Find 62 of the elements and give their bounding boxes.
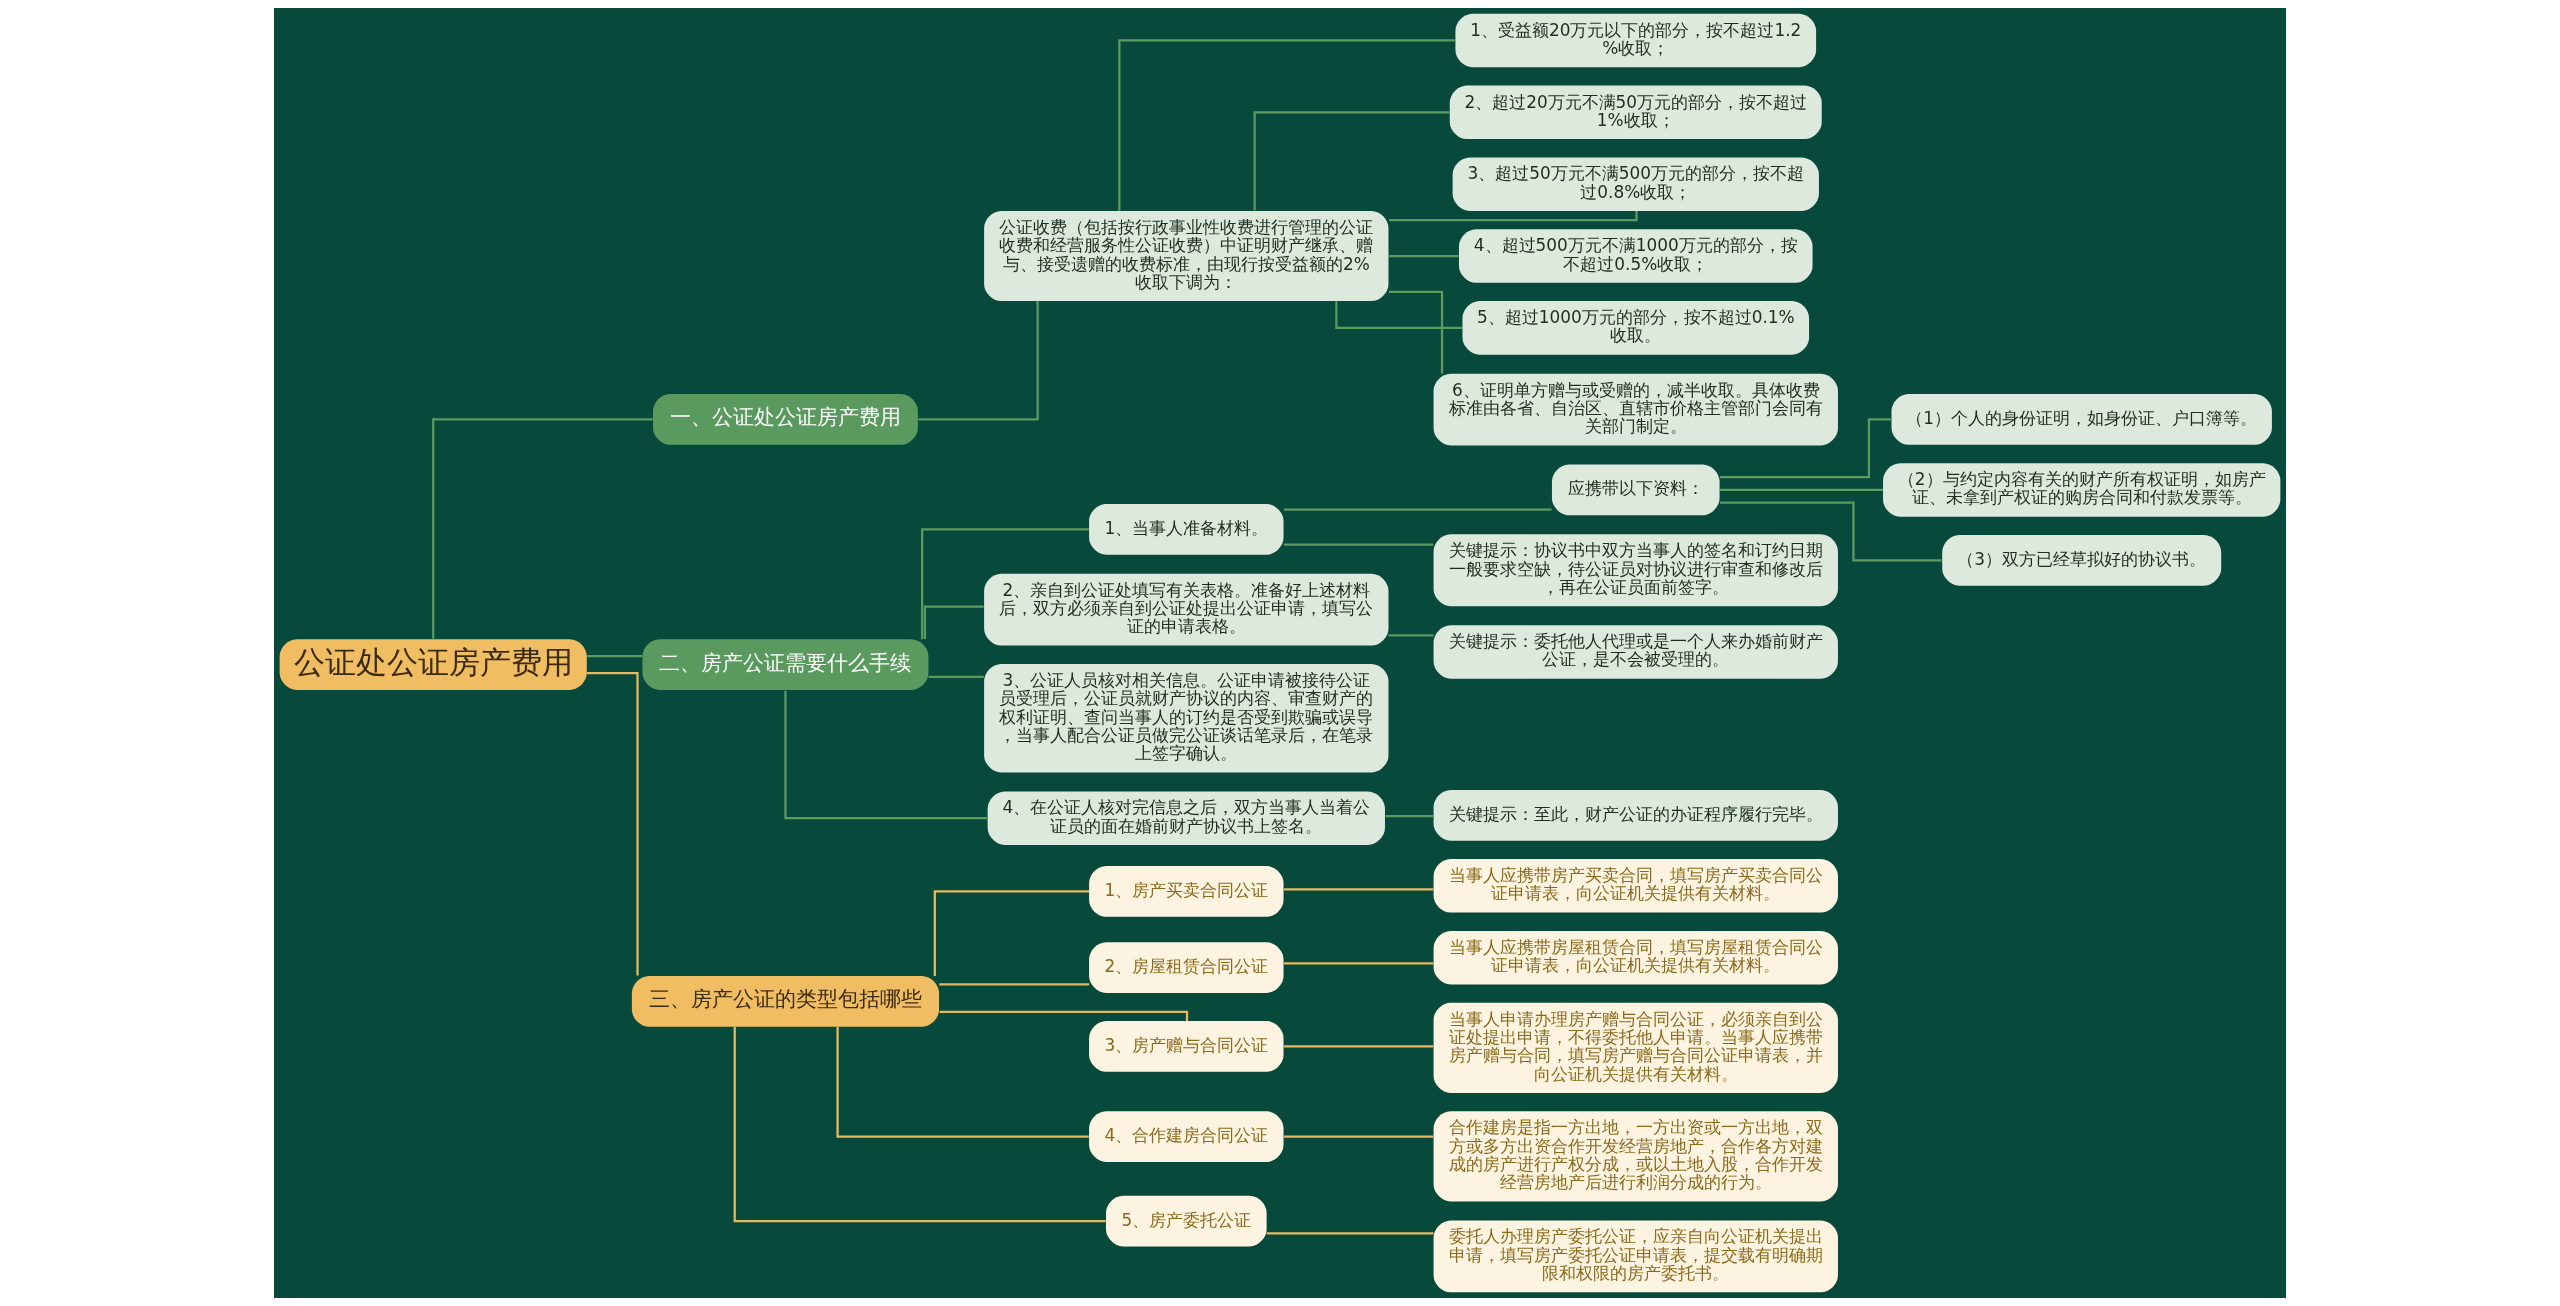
connector (1283, 543, 1434, 546)
node-box: 1、当事人准备材料。 (1089, 504, 1284, 555)
node-box: （3）双方已经草拟好的协议书。 (1942, 535, 2222, 586)
node-box: 二、房产公证需要什么手续 (642, 639, 929, 690)
connector (1118, 39, 1456, 211)
connector (1719, 418, 1892, 479)
connector (918, 301, 1039, 421)
connector (784, 690, 988, 820)
node-box: 5、房产委托公证 (1106, 1195, 1267, 1247)
node-box: 关键提示：协议书中双方当事人的签名和订约日期一般要求空缺，待公证员对协议进行审查和修改后，再在公证员面前签字。 (1433, 534, 1838, 607)
node-box: 当事人应携带房屋租赁合同，填写房屋租赁合同公证申请表，向公证机关提供有关材料。 (1433, 930, 1838, 985)
connector (1283, 1045, 1434, 1048)
node-box: 6、证明单方赠与或受赠的，减半收取。具体收费标准由各省、自治区、直辖市价格主管部门会同有关部门制定。 (1433, 373, 1838, 446)
connector (923, 605, 984, 639)
node-box: 3、超过50万元不满500万元的部分，按不超过0.8%收取； (1452, 157, 1819, 211)
connector (1335, 301, 1463, 329)
node-box: 4、合作建房合同公证 (1089, 1111, 1284, 1162)
node-box: 3、房产赠与合同公证 (1089, 1021, 1284, 1072)
node-box: 3、公证人员核对相关信息。公证申请被接待公证员受理后，公证员就财产协议的内容、审查财产的权利证明、查问当事人的订约是否受到欺骗或误导，当事人配合公证员做完公证谈话笔录后，在笔录上签字确认。 (984, 663, 1389, 773)
node-box: 2、超过20万元不满50万元的部分，按不超过1%收取； (1449, 85, 1822, 140)
connector (1389, 211, 1638, 222)
node-box: 当事人应携带房产买卖合同，填写房产买卖合同公证申请表，向公证机关提供有关材料。 (1433, 859, 1838, 913)
connector (1389, 290, 1444, 374)
connector (836, 1026, 1089, 1138)
node-box: 1、房产买卖合同公证 (1089, 866, 1284, 917)
connector (1283, 1135, 1434, 1138)
connector (1388, 254, 1459, 258)
node-box: （1）个人的身份证明，如身份证、户口簿等。 (1891, 394, 2272, 445)
connector (921, 528, 1090, 640)
connector (1266, 1232, 1434, 1235)
connector (1283, 962, 1434, 965)
connector (933, 890, 1090, 976)
node-box: 1、受益额20万元以下的部分，按不超过1.2%收取； (1455, 13, 1817, 68)
node-box: 5、超过1000万元的部分，按不超过0.1%收取。 (1462, 301, 1810, 355)
node-box: 2、亲自到公证处填写有关表格。准备好上述材料后，双方必须亲自到公证处提出公证申请，填写公证的申请表格。 (984, 573, 1389, 646)
connector (1253, 111, 1450, 211)
connector (1388, 634, 1434, 637)
node-box: 4、在公证人核对完信息之后，双方当事人当着公证员的面在婚前财产协议书上签名。 (987, 791, 1385, 845)
connector (1283, 508, 1552, 511)
connector (1385, 814, 1434, 818)
connector (587, 655, 643, 658)
node-box: 公证处公证房产费用 (279, 639, 587, 690)
node-box: 一、公证处公证房产费用 (653, 394, 918, 445)
connector (1283, 888, 1434, 891)
connector (939, 983, 1090, 986)
connector (1719, 488, 1883, 492)
node-box: 合作建房是指一方出地，一方出资或一方出地，双方或多方出资合作开发经营房地产，合作各方对建成的房产进行产权分成，或以土地入股，合作开发经营房地产后进行利润分成的行为。 (1433, 1111, 1838, 1202)
connector (928, 675, 984, 679)
connector (1719, 501, 1942, 562)
node-box: （2）与约定内容有关的财产所有权证明，如房产证、未拿到产权证的购房合同和付款发票等。 (1883, 463, 2281, 517)
node-box: 三、房产公证的类型包括哪些 (631, 976, 940, 1027)
node-box: 公证收费（包括按行政事业性收费进行管理的公证收费和经营服务性公证收费）中证明财产继承、赠与、接受遗赠的收费标准，由现行按受益额的2%收取下调为： (984, 210, 1389, 302)
node-box: 关键提示：委托他人代理或是一个人来办婚前财产公证，是不会被受理的。 (1433, 625, 1838, 679)
connector (587, 671, 639, 976)
node-box: 委托人办理房产委托公证，应亲自向公证机关提出申请，填写房产委托公证申请表，提交载有明确期限和权限的房产委托书。 (1433, 1220, 1838, 1293)
node-box: 2、房屋租赁合同公证 (1089, 942, 1284, 993)
node-box: 关键提示：至此，财产公证的办证程序履行完毕。 (1433, 790, 1838, 841)
node-box: 4、超过500万元不满1000万元的部分，按不超过0.5%收取； (1458, 229, 1813, 283)
node-box: 应携带以下资料： (1551, 464, 1720, 516)
connector (733, 1027, 1106, 1223)
node-box: 当事人申请办理房产赠与合同公证，必须亲自到公证处提出申请，不得委托他人申请。当事人应携带房产赠与合同，填写房产赠与合同公证申请表，并向公证机关提供有关材料。 (1433, 1002, 1838, 1093)
connector (432, 418, 653, 639)
